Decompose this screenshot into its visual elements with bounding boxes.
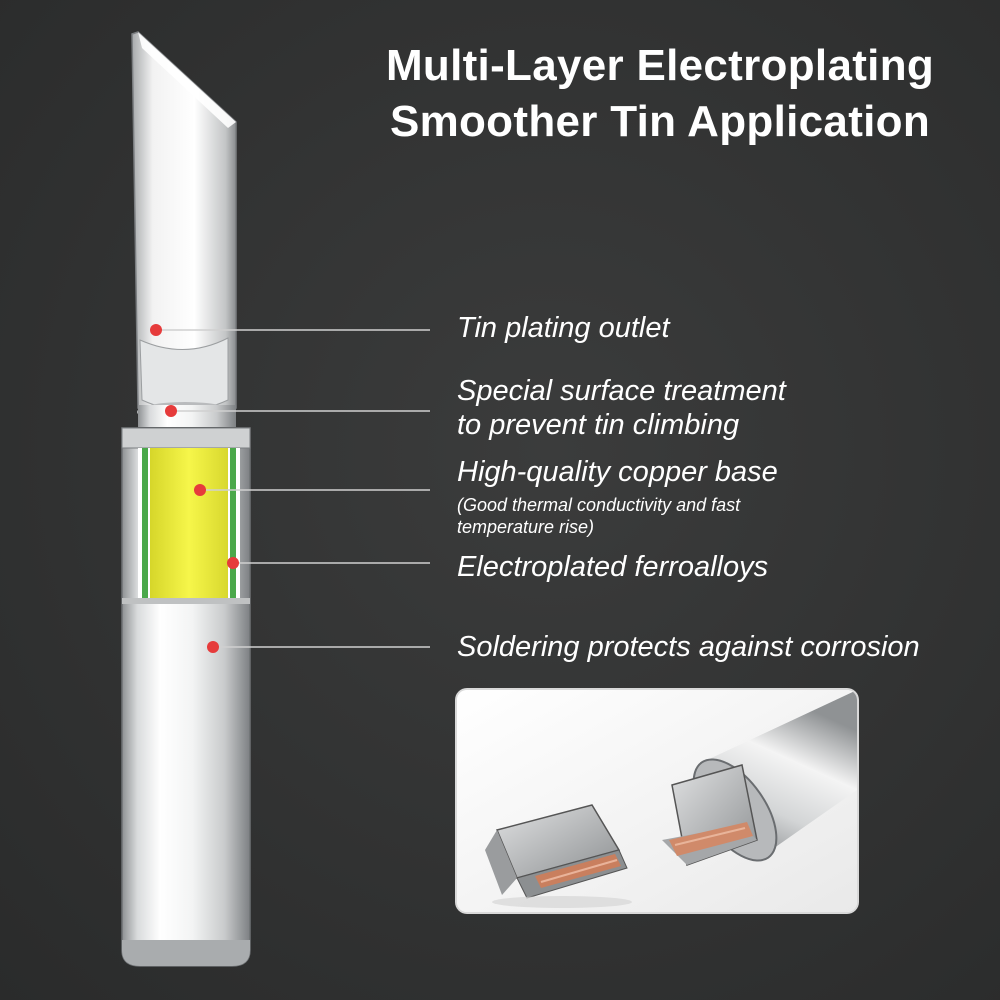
marker-ferro [227,557,239,569]
cutaway-layers [122,448,250,604]
tip-blade [131,31,237,422]
copper-base-layer [150,448,228,600]
leader-lines [156,329,430,648]
label-copper-note-2: temperature rise) [457,517,595,537]
ferroalloy-layer-right [230,448,236,600]
tip-closeup-image [457,690,857,912]
headline-line-1: Multi-Layer Electroplating [385,41,935,90]
label-ferroalloys: Electroplated ferroalloys [457,551,769,583]
markers [150,324,239,653]
marker-corrosion [207,641,219,653]
tip-neck [138,405,236,427]
headline-line-2: Smoother Tin Application [389,97,931,146]
label-copper-base: High-quality copper base [457,456,778,488]
label-tin-plating-outlet: Tin plating outlet [457,312,670,344]
label-surface-treatment-2: to prevent tin climbing [457,409,740,441]
label-surface-treatment-1: Special surface treatment [457,375,786,407]
headline: Multi-Layer Electroplating Smoother Tin … [340,38,980,150]
inset-photo [457,690,857,912]
marker-surface [165,405,177,417]
ferroalloy-layer-left [142,448,148,600]
marker-copper [194,484,206,496]
label-copper-note-1: (Good thermal conductivity and fast [457,495,741,515]
marker-tin-outlet [150,324,162,336]
label-corrosion: Soldering protects against corrosion [457,631,920,663]
